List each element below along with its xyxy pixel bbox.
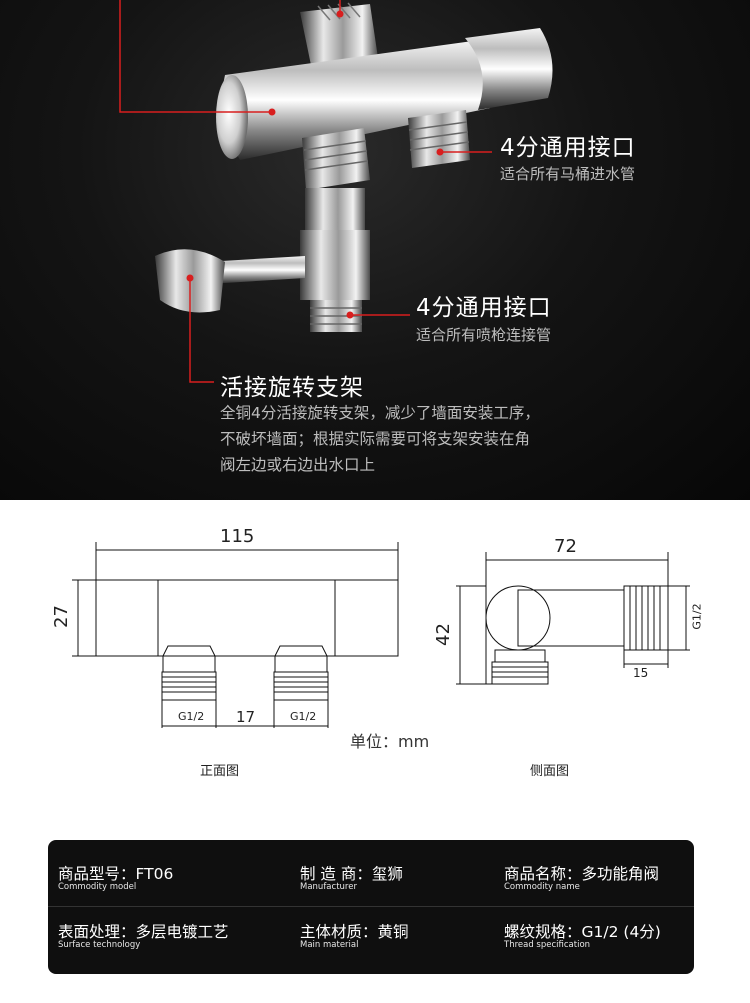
callout-1-title: 4分通用接口 (500, 135, 636, 161)
front-view-caption: 正面图 (200, 764, 240, 779)
front-width-label: 115 (220, 526, 255, 547)
unit-label: 单位：mm (350, 732, 430, 751)
spec-surface-key: 表面处理： (58, 923, 136, 941)
spec-manufacturer-key: 制 造 商： (300, 865, 372, 883)
spec-manufacturer: 制 造 商：玺狮 (300, 862, 403, 884)
spec-manufacturer-en: Manufacturer (300, 882, 357, 892)
spec-model-en: Commodity model (58, 882, 137, 892)
spec-material-en: Main material (300, 940, 359, 950)
spec-thread-en: Thread specification (504, 940, 591, 950)
spec-thread-value: G1/2 (4分) (581, 923, 661, 941)
spec-name: 商品名称：多功能角阀 (504, 862, 659, 884)
spec-material-key: 主体材质： (300, 923, 378, 941)
spec-material-value: 黄铜 (377, 923, 409, 941)
callout-3-title: 活接旋转支架 (220, 375, 364, 401)
side-width-label: 72 (554, 536, 577, 557)
front-height-label: 27 (50, 605, 72, 628)
spec-name-value: 多功能角阀 (581, 865, 660, 883)
side-length-label: 15 (633, 666, 649, 680)
callout-3-desc: 全铜4分活接旋转支架，减少了墙面安装工序，不破坏墙面；根据实际需要可将支架安装在… (220, 404, 540, 474)
spec-surface-value: 多层电镀工艺 (135, 923, 229, 941)
spec-model: 商品型号：FT06 (58, 862, 173, 884)
spec-model-value: FT06 (135, 865, 174, 883)
side-height-label: 42 (432, 623, 454, 646)
front-thread-left-label: G1/2 (178, 710, 205, 723)
spec-thread: 螺纹规格：G1/2 (4分) (504, 920, 661, 942)
spec-name-en: Commodity name (504, 882, 580, 892)
specification-panel: 商品型号：FT06 Commodity model 制 造 商：玺狮 Manuf… (48, 840, 694, 974)
spec-material: 主体材质：黄铜 (300, 920, 409, 942)
side-thread-label: G1/2 (690, 603, 704, 630)
callout-2-desc: 适合所有喷枪连接管 (416, 326, 552, 344)
dimension-drawings (72, 542, 690, 728)
valve-product-illustration (119, 0, 553, 383)
spec-surface-en: Surface technology (58, 940, 141, 950)
product-photo-section: 4分通用接口 适合所有马桶进水管 4分通用接口 适合所有喷枪连接管 活接旋转支架… (0, 0, 750, 500)
front-gap-label: 17 (236, 708, 256, 726)
spec-manufacturer-value: 玺狮 (371, 865, 403, 883)
callout-2-title: 4分通用接口 (416, 295, 552, 321)
spec-model-key: 商品型号： (58, 865, 136, 883)
side-view-caption: 侧面图 (530, 764, 570, 779)
spec-divider (48, 906, 694, 907)
front-thread-right-label: G1/2 (290, 710, 317, 723)
spec-thread-key: 螺纹规格： (504, 923, 582, 941)
spec-name-key: 商品名称： (504, 865, 582, 883)
callout-1-desc: 适合所有马桶进水管 (500, 165, 636, 183)
spec-surface: 表面处理：多层电镀工艺 (58, 920, 229, 942)
